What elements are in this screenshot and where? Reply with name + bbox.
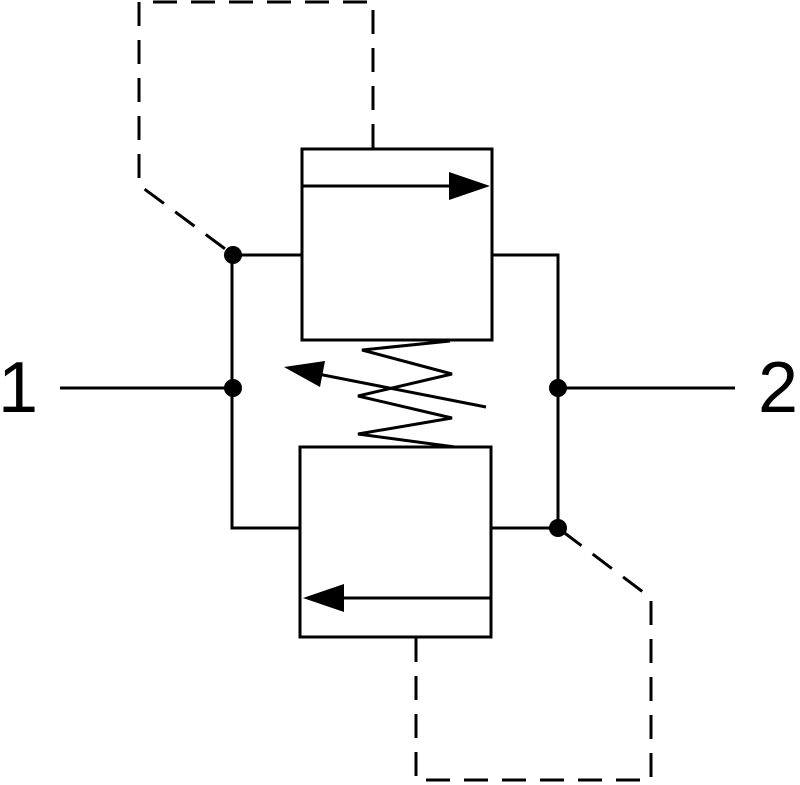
spring [357,339,456,449]
junction-node-port-1 [224,379,242,397]
lower-valve-box [298,445,493,639]
port-1-label: 1 [0,348,38,428]
junction-node-port-2 [549,379,567,397]
pilot-line-upper [137,0,375,256]
right-connection-line [492,253,560,530]
adjustable-arrow-shaft [317,372,487,409]
lower-flow-arrowhead [303,584,344,612]
junction-node-top-left [224,246,242,264]
upper-flow-arrowhead [449,172,490,200]
adjustable-arrowhead [284,361,325,387]
pilot-line-lower [414,526,653,782]
junction-node-bottom-right [549,519,567,537]
left-connection-line [230,253,302,530]
port-2-label: 2 [758,348,798,428]
